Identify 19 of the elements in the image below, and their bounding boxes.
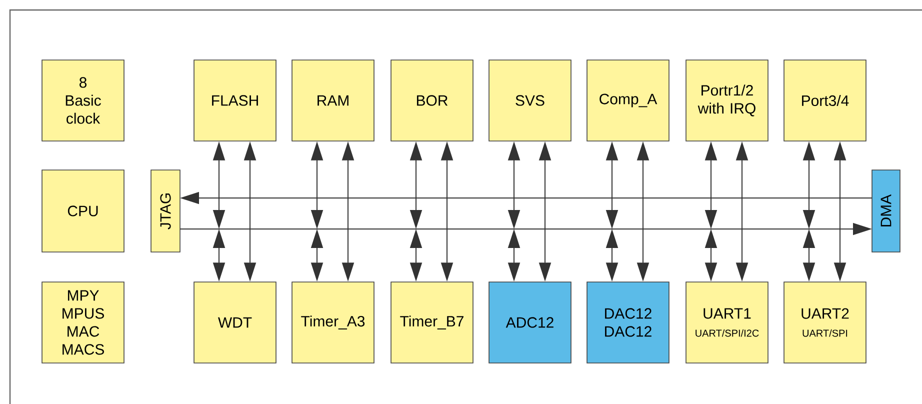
module-box: Timer_A3: [292, 282, 374, 364]
module-box: Port3/4: [784, 60, 866, 142]
module-box: WDT: [194, 282, 276, 364]
module-box: UART2 UART/SPI: [784, 282, 866, 364]
module-box: MPY MPUS MAC MACS: [42, 282, 124, 364]
module-box: RAM: [292, 60, 374, 142]
module-box: FLASH: [194, 60, 276, 142]
module-box: SVS: [488, 60, 572, 142]
module-box: CPU: [42, 170, 124, 252]
module-box: ADC12: [488, 282, 572, 364]
module-box: Portr1/2 with IRQ: [686, 60, 768, 142]
module-box: BOR: [390, 60, 474, 142]
module-box: Comp_A: [586, 60, 670, 142]
module-box: UART1 UART/SPI/I2C: [686, 282, 768, 364]
port-box: JTAG: [150, 170, 180, 252]
port-box: DMA: [872, 170, 900, 252]
module-box: 8 Basic clock: [42, 60, 124, 142]
module-box: DAC12 DAC12: [586, 282, 670, 364]
module-box: Timer_B7: [390, 282, 474, 364]
